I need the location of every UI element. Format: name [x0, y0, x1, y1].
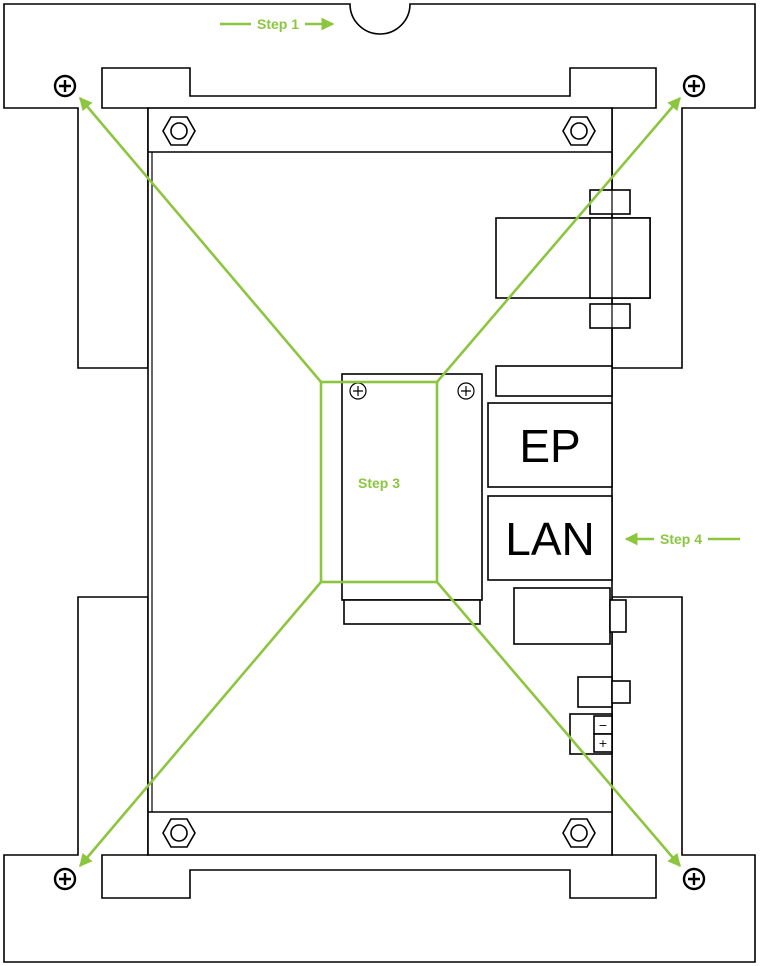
hex-nut-icon — [562, 818, 596, 848]
screw-plus-icon — [457, 382, 475, 400]
arrow-top-left — [79, 97, 322, 383]
step1-label: Step 1 — [257, 16, 299, 32]
center-module — [341, 373, 483, 601]
arrow-top-right — [436, 97, 681, 383]
step4-label: Step 4 — [660, 531, 702, 547]
arrow-bottom-right — [436, 581, 681, 867]
screw-plus-icon — [53, 867, 77, 891]
screw-plus-icon — [682, 867, 706, 891]
lan-port — [487, 495, 613, 581]
small-switch — [577, 676, 631, 708]
power-terminal: − + — [569, 713, 613, 755]
arrow-bottom-left — [79, 581, 322, 867]
hex-nut-icon — [162, 818, 196, 848]
slot-connector — [495, 365, 613, 397]
module-connector — [343, 599, 481, 625]
screw-plus-icon — [53, 74, 77, 98]
top-mounting-bracket — [3, 3, 756, 369]
hex-nut-icon — [562, 116, 596, 146]
step3-label: Step 3 — [358, 475, 400, 491]
ep-port — [487, 402, 613, 488]
terminal-minus-label: − — [598, 719, 607, 732]
power-jack — [513, 587, 627, 645]
lan-port-label: LAN — [505, 513, 594, 565]
step3-highlight-box — [319, 380, 439, 584]
hex-nut-icon — [162, 116, 196, 146]
bottom-mounting-bracket — [3, 596, 756, 963]
terminal-plus-label: + — [598, 737, 607, 750]
ep-port-label: EP — [519, 420, 580, 472]
screw-plus-icon — [682, 74, 706, 98]
